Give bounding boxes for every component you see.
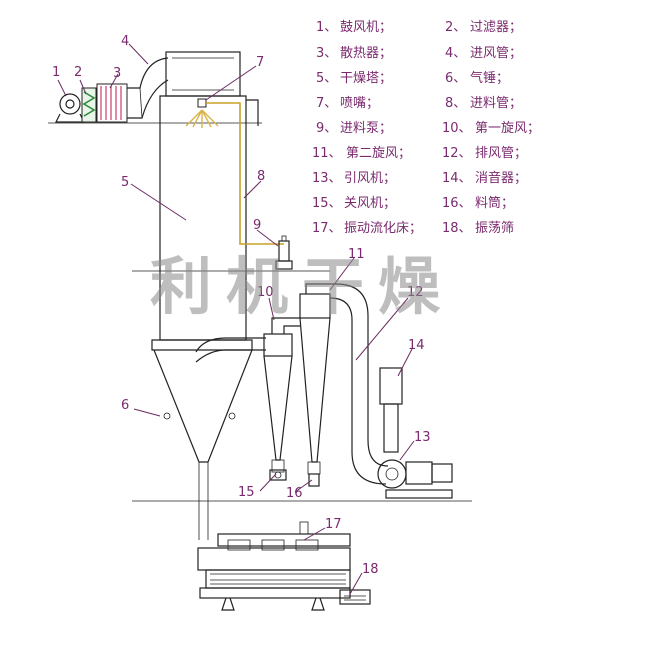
legend-num-10: 10、 [442,121,472,136]
legend-num-5: 5、 [316,71,337,86]
cyclone-1 [263,317,300,473]
callout-15: 15 [238,485,255,500]
vibrating-fluid-bed [197,521,351,611]
vibrating-screen [339,589,371,605]
legend-name-1: 鼓风机； [340,20,392,35]
callout-10: 10 [257,285,274,300]
legend-num-8: 8、 [445,96,466,111]
legend-name-5: 干燥塔； [340,71,392,86]
callout-13: 13 [414,430,431,445]
legend: 1、 鼓风机； 2、 过滤器； 3、 散热器； 4、 进风管； 5、 干燥塔； … [312,20,540,236]
callout-8: 8 [257,169,265,184]
legend-name-13: 引风机； [344,171,396,186]
air-hammer [163,412,236,420]
callout-1: 1 [52,65,60,80]
legend-name-2: 过滤器； [470,20,522,35]
material-drum [308,473,320,487]
legend-name-15: 关风机； [344,196,396,211]
filter [81,87,97,123]
legend-num-11: 11、 [312,146,342,161]
level-lines [48,122,472,502]
callout-12: 12 [407,285,424,300]
blower [55,93,85,123]
legend-name-18: 振荡筛 [475,221,514,236]
callout-17: 17 [325,517,342,532]
legend-num-17: 17、 [312,221,342,236]
callout-11: 11 [348,247,365,262]
callout-14: 14 [408,338,425,353]
legend-num-2: 2、 [445,20,466,35]
legend-name-10: 第一旋风； [475,121,540,136]
callout-4: 4 [121,34,129,49]
legend-num-1: 1、 [316,20,337,35]
callout-leaders [57,43,415,595]
callout-2: 2 [74,65,82,80]
exhaust-duct [329,283,389,485]
legend-name-16: 料筒； [475,195,514,211]
feed-pipe [206,102,284,245]
legend-num-15: 15、 [312,196,342,211]
legend-name-3: 散热器； [340,46,392,61]
legend-name-4: 进风管； [470,46,522,61]
callout-6: 6 [121,398,129,413]
cyclone-2 [299,283,336,475]
legend-name-8: 进料管； [470,96,522,111]
silencer [379,367,403,453]
watermark-text: 利机干燥 [150,250,454,323]
legend-num-16: 16、 [442,196,472,211]
legend-num-3: 3、 [316,46,337,61]
feed-pump [275,235,293,270]
callout-18: 18 [362,562,379,577]
callout-7: 7 [256,55,264,70]
legend-num-6: 6、 [445,71,466,86]
legend-name-14: 消音器； [475,170,527,186]
legend-num-4: 4、 [445,46,466,61]
legend-num-9: 9、 [316,121,337,136]
legend-name-17: 振动流化床； [344,221,422,236]
legend-num-18: 18、 [442,221,472,236]
callout-3: 3 [113,66,121,81]
legend-name-12: 排风管； [475,146,527,161]
drying-tower [151,51,266,540]
induced-draft-fan [377,459,453,499]
legend-name-11: 第二旋风； [346,146,411,161]
callout-16: 16 [286,486,303,501]
legend-num-12: 12、 [442,146,472,161]
callout-numbers: 1 2 3 4 5 6 7 8 9 10 11 12 13 14 15 16 1… [52,34,431,577]
radiator [96,83,128,123]
legend-name-6: 气锤； [470,70,509,86]
legend-num-14: 14、 [442,171,472,186]
legend-name-9: 进料泵； [340,121,392,136]
callout-5: 5 [121,175,129,190]
inlet-air-duct [127,57,169,119]
legend-num-7: 7、 [316,96,337,111]
legend-name-7: 喷嘴； [340,96,379,111]
callout-9: 9 [253,218,261,233]
legend-num-13: 13、 [312,171,342,186]
